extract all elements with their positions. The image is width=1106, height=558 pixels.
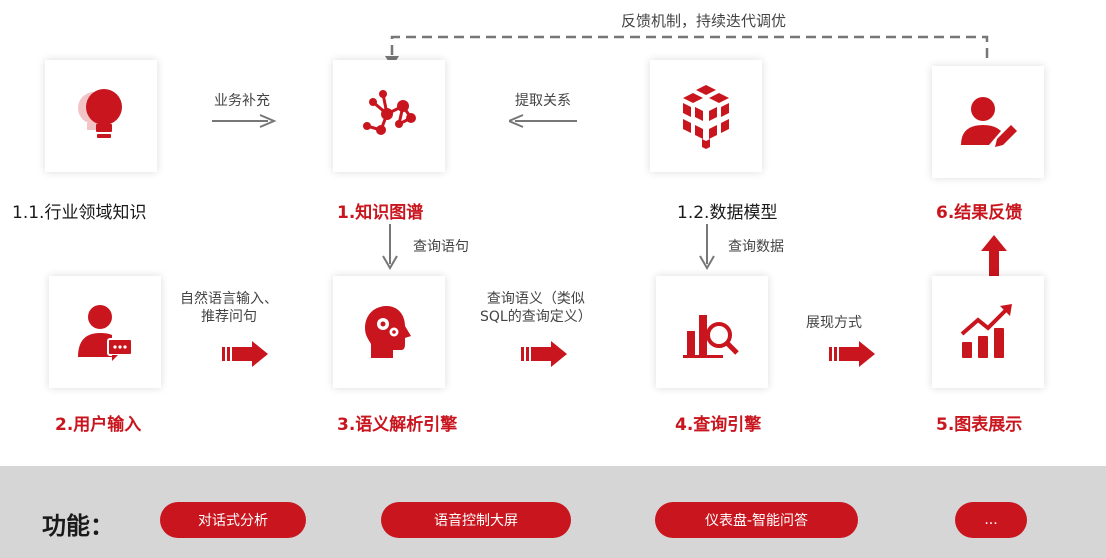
query-data-label: 查询数据: [728, 239, 784, 255]
query-semantic-label: 查询语义（类似 SQL的查询定义）: [480, 290, 592, 326]
user-input-box: [49, 276, 161, 388]
nl-input-line1: 自然语言输入、: [180, 291, 278, 307]
user-edit-icon: [961, 97, 1017, 147]
chart-magnifier-icon: [683, 315, 739, 358]
industry-knowledge-label: 1.1.行业领域知识: [12, 203, 147, 223]
up-arrow-red: [981, 235, 1007, 279]
query-engine-label: 4.查询引擎: [675, 415, 762, 435]
nl-input-label: 自然语言输入、 推荐问句: [180, 290, 278, 326]
knowledge-graph-label: 1.知识图谱: [337, 203, 424, 223]
function-pill-voice-control[interactable]: 语音控制大屏: [381, 502, 571, 538]
extract-relation-label: 提取关系: [515, 93, 571, 109]
right-arrow-supplement: [212, 114, 277, 128]
data-model-box: [650, 60, 762, 172]
chart-display-box: [932, 276, 1044, 388]
semantic-engine-box: [333, 276, 445, 388]
function-title: 功能：: [42, 512, 114, 540]
display-mode-label: 展现方式: [806, 315, 862, 331]
growth-chart-icon: [960, 304, 1012, 358]
molecule-network-icon: [363, 90, 416, 135]
red-arrow-display: [829, 341, 875, 367]
query-sentence-label: 查询语句: [413, 239, 469, 255]
cube-grid-icon: [683, 85, 729, 149]
result-feedback-label: 6.结果反馈: [936, 203, 1023, 223]
down-arrow-kg: [382, 224, 398, 270]
feedback-label: 反馈机制，持续迭代调优: [621, 12, 787, 30]
query-semantic-line2: SQL的查询定义）: [480, 309, 592, 325]
function-pill-more[interactable]: ...: [955, 502, 1027, 538]
supplement-label: 业务补充: [214, 93, 270, 109]
lightbulb-icon: [78, 89, 122, 138]
semantic-engine-label: 3.语义解析引擎: [337, 415, 458, 435]
red-arrow-semantic: [521, 341, 567, 367]
user-input-label: 2.用户输入: [55, 415, 142, 435]
result-feedback-box: [932, 66, 1044, 178]
nl-input-line2: 推荐问句: [201, 309, 257, 325]
function-pill-dashboard-qa[interactable]: 仪表盘-智能问答: [655, 502, 858, 538]
down-arrow-data-model: [699, 224, 715, 270]
industry-knowledge-box: [45, 60, 157, 172]
left-arrow-extract: [509, 114, 577, 128]
query-semantic-line1: 查询语义（类似: [486, 291, 585, 307]
chart-display-label: 5.图表展示: [936, 415, 1023, 435]
brain-gears-icon: [365, 306, 411, 358]
user-chat-icon: [78, 305, 133, 361]
query-engine-box: [656, 276, 768, 388]
knowledge-graph-box: [333, 60, 445, 172]
data-model-label: 1.2.数据模型: [677, 203, 778, 223]
red-arrow-nl: [222, 341, 268, 367]
function-pill-dialogue-analysis[interactable]: 对话式分析: [160, 502, 306, 538]
